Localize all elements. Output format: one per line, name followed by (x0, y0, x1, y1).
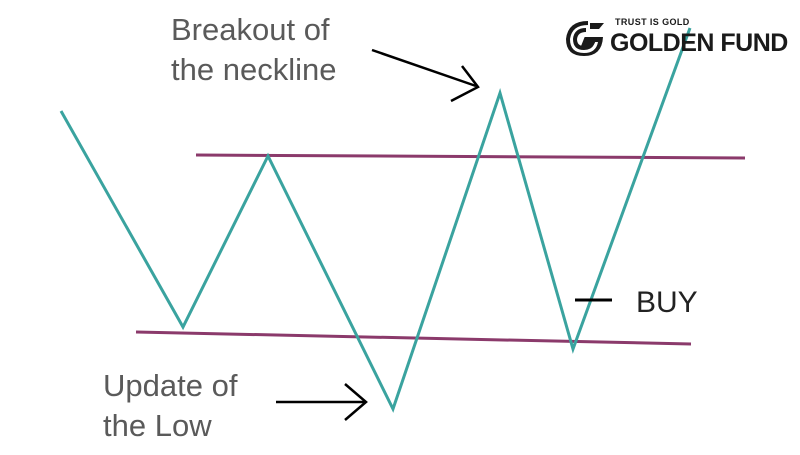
update-low-label-line-1: Update of (103, 368, 238, 403)
buy-label: BUY (636, 286, 698, 319)
price-path (59, 27, 692, 413)
update-low-label: Update of the Low (103, 366, 237, 446)
breakout-label-line-2: the neckline (171, 52, 337, 87)
breakout-label-line-1: Breakout of (171, 12, 330, 47)
breakout-label: Breakout of the neckline (171, 10, 336, 90)
logo-name: GOLDEN FUND (610, 29, 788, 57)
breakout-arrow-icon (371, 48, 480, 103)
golden-fund-logo: TRUST IS GOLD GOLDEN FUND (566, 16, 792, 60)
support-line (135, 330, 692, 346)
update-low-label-line-2: the Low (103, 408, 212, 443)
update-low-arrow-icon (276, 383, 368, 421)
golden-fund-logo-icon (566, 21, 604, 56)
logo-tagline: TRUST IS GOLD (615, 17, 690, 27)
neckline-line (195, 153, 746, 160)
